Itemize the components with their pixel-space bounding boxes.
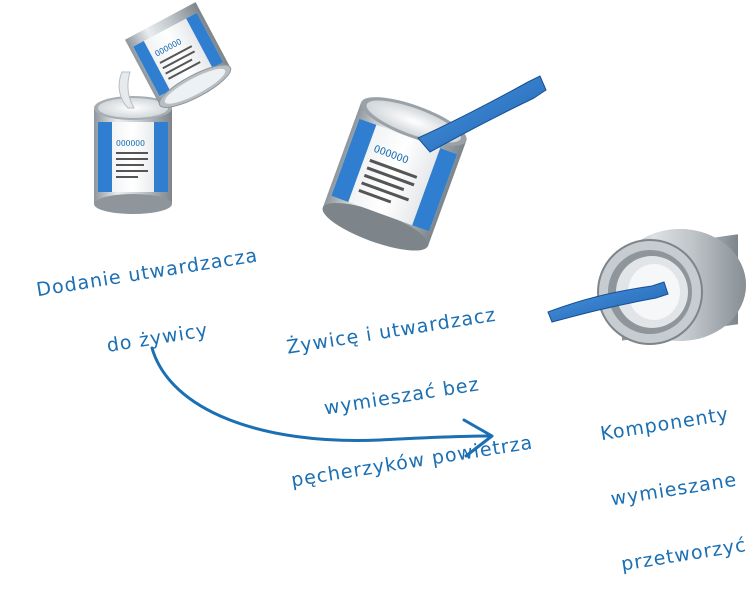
pouring-cans-icon: OOOOOO OOOOOO bbox=[94, 2, 236, 214]
caption-step3-line3: przetworzyć bbox=[620, 534, 750, 576]
stirring-can-icon: OOOOOO bbox=[318, 76, 546, 260]
caption-step2: Żywicę i utwardzacz wymieszać bez pęcher… bbox=[262, 258, 538, 514]
caption-step2-line2: wymieszać bez bbox=[279, 366, 524, 426]
bottom-can: OOOOOO bbox=[94, 96, 172, 214]
caption-step3-line2: wymieszane bbox=[609, 468, 741, 510]
caption-step1-line2: do żywicy bbox=[45, 310, 270, 367]
svg-text:OOOOOO: OOOOOO bbox=[116, 139, 145, 148]
caption-step2-line1: Żywicę i utwardzacz bbox=[269, 301, 514, 361]
caption-step1-line1: Dodanie utwardzacza bbox=[35, 244, 260, 301]
mixed-can-icon bbox=[548, 229, 746, 344]
caption-step3-line1: Komponenty bbox=[599, 403, 731, 445]
